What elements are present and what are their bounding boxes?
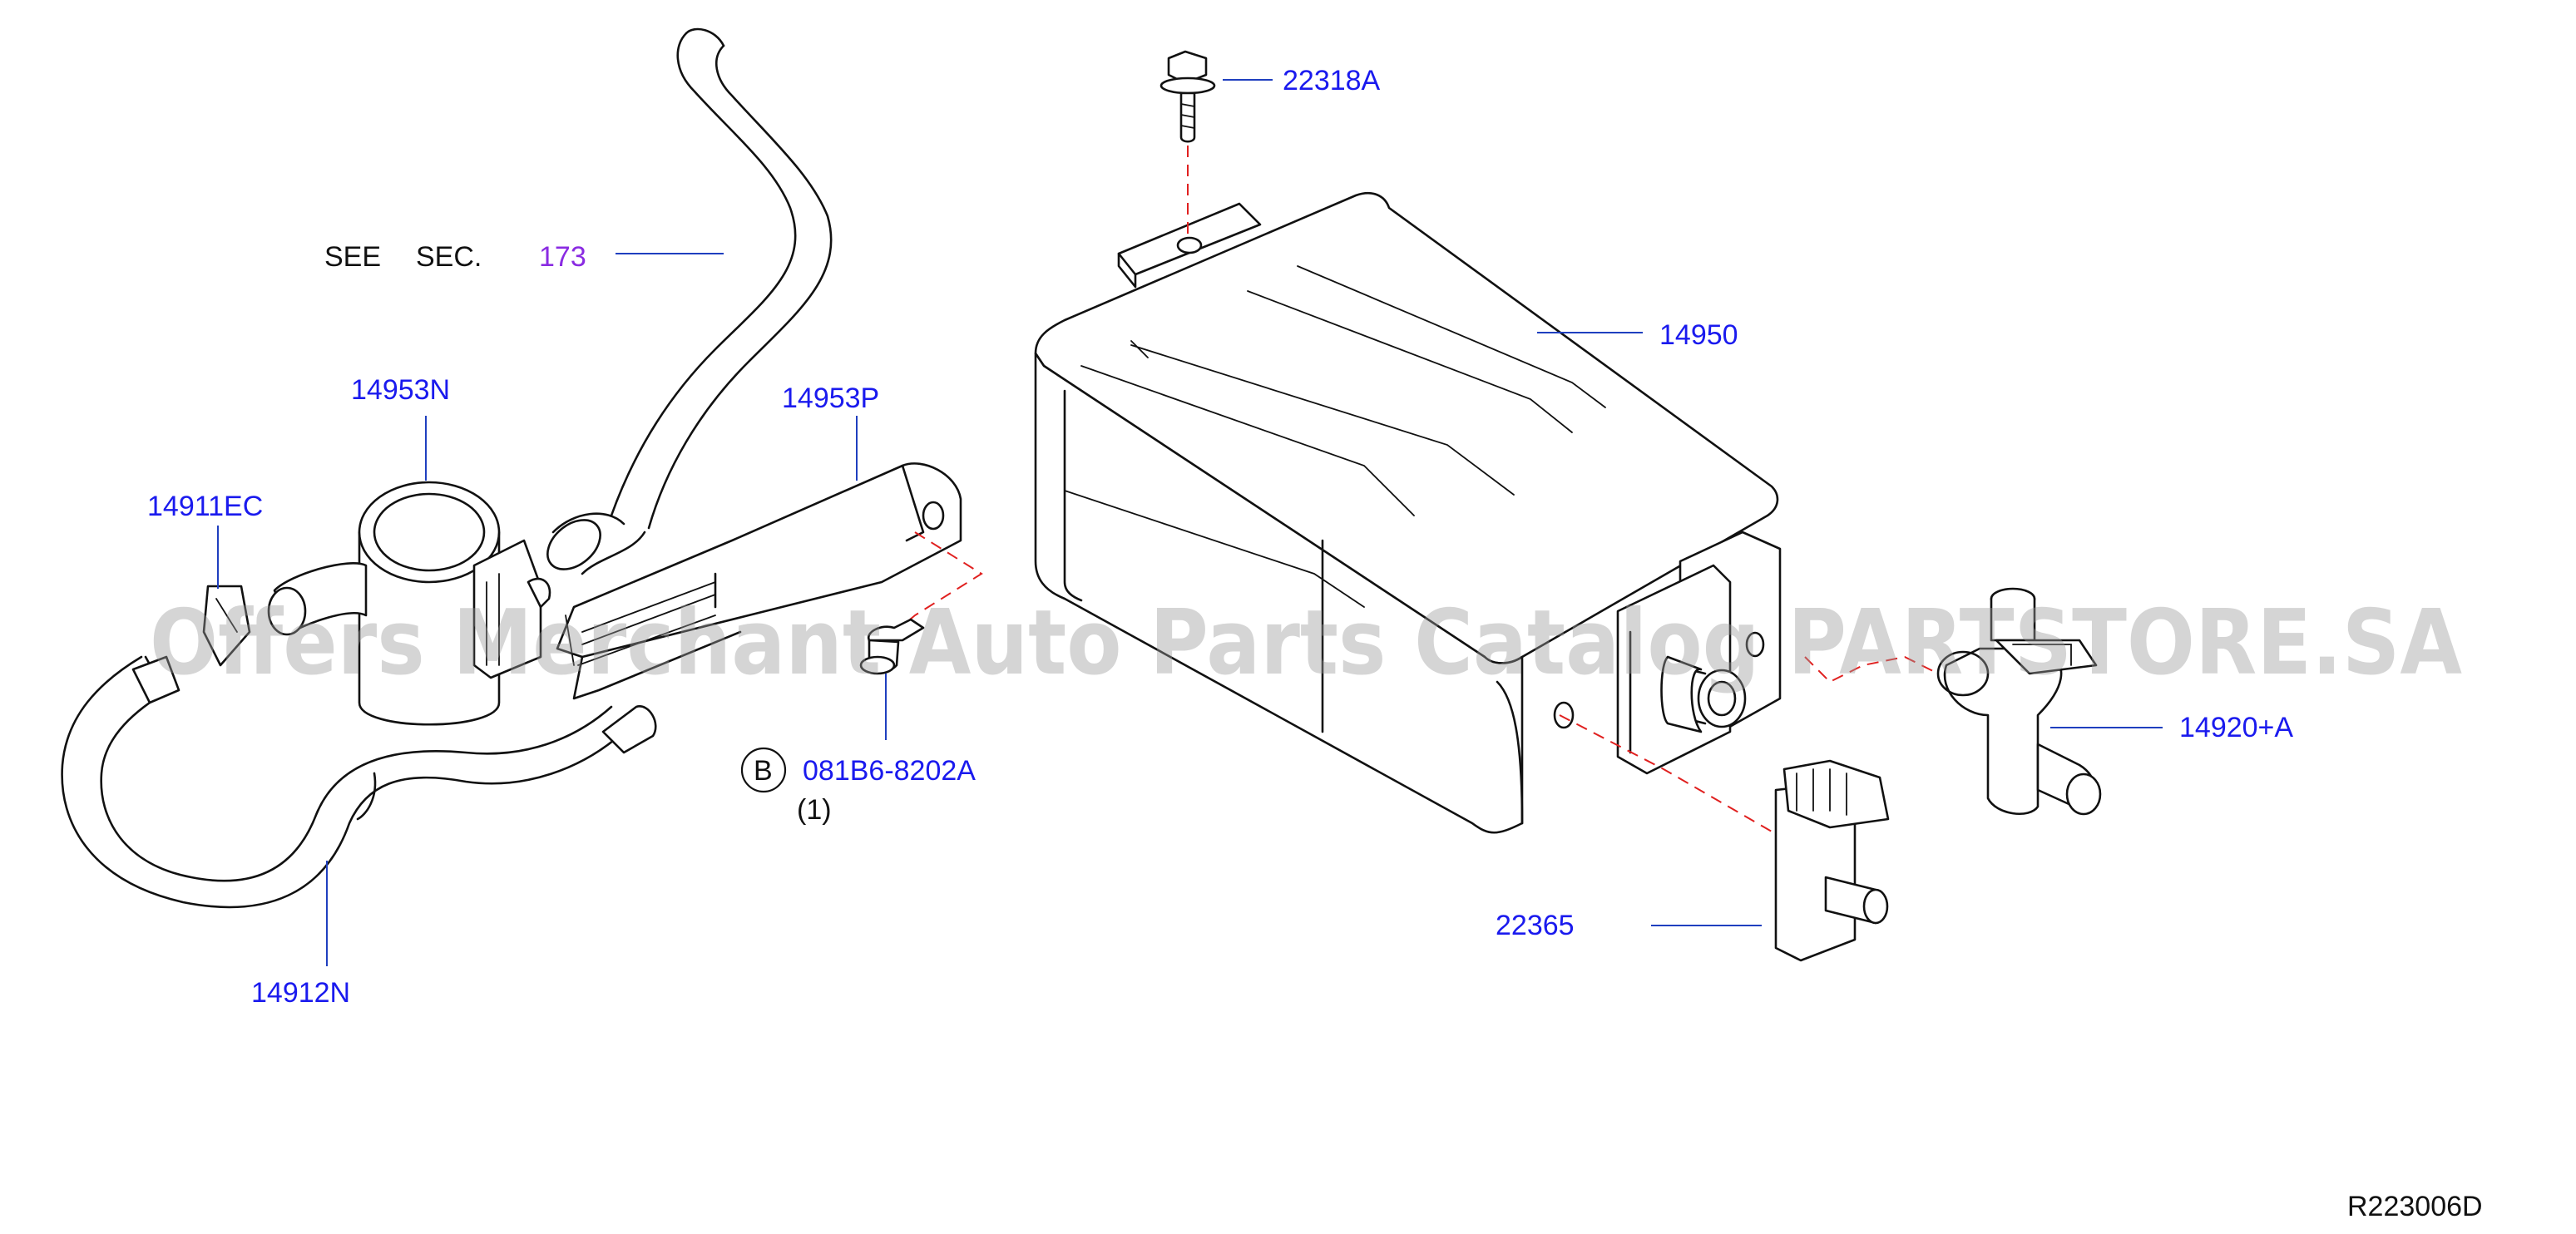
callout-081B6-8202A[interactable]: 081B6-8202A (803, 755, 976, 787)
valve-14920A (1804, 587, 2102, 816)
bolt-marker-letter: B (754, 755, 773, 787)
watermark: Offers Merchant Auto Parts Catalog PARTS… (150, 591, 2462, 695)
clip-14911EC (202, 585, 251, 667)
diagram-code: R223006D (2347, 1191, 2483, 1222)
callout-14953N[interactable]: 14953N (351, 374, 450, 406)
filter-14953N (267, 481, 551, 726)
callout-14950[interactable]: 14950 (1659, 319, 1738, 351)
bolt-quantity: (1) (797, 794, 832, 826)
note-sec: SEC. (416, 241, 482, 273)
bolt-22318A (1159, 50, 1216, 241)
note-see: SEE (324, 241, 381, 273)
callout-14953P[interactable]: 14953P (782, 383, 879, 414)
canister-14950 (1034, 191, 1782, 834)
bolt-marker-circle (740, 747, 787, 793)
upper-hose (546, 27, 833, 575)
callouts: 22318A SEE SEC. 173 14950 14953N 14953P … (147, 65, 2483, 1222)
callout-14912N[interactable]: 14912N (251, 977, 350, 1009)
bolt-081B6-8202A (859, 618, 925, 675)
lower-hose-14912N (61, 655, 657, 909)
callout-14911EC[interactable]: 14911EC (147, 491, 263, 522)
callout-14920A[interactable]: 14920+A (2179, 712, 2293, 743)
bracket-14953P (556, 462, 983, 700)
callout-22318A[interactable]: 22318A (1283, 65, 1381, 96)
valve-22365 (1559, 714, 1890, 962)
leader-lines (217, 79, 2163, 966)
callout-22365[interactable]: 22365 (1496, 910, 1575, 941)
note-section-number[interactable]: 173 (539, 241, 586, 273)
